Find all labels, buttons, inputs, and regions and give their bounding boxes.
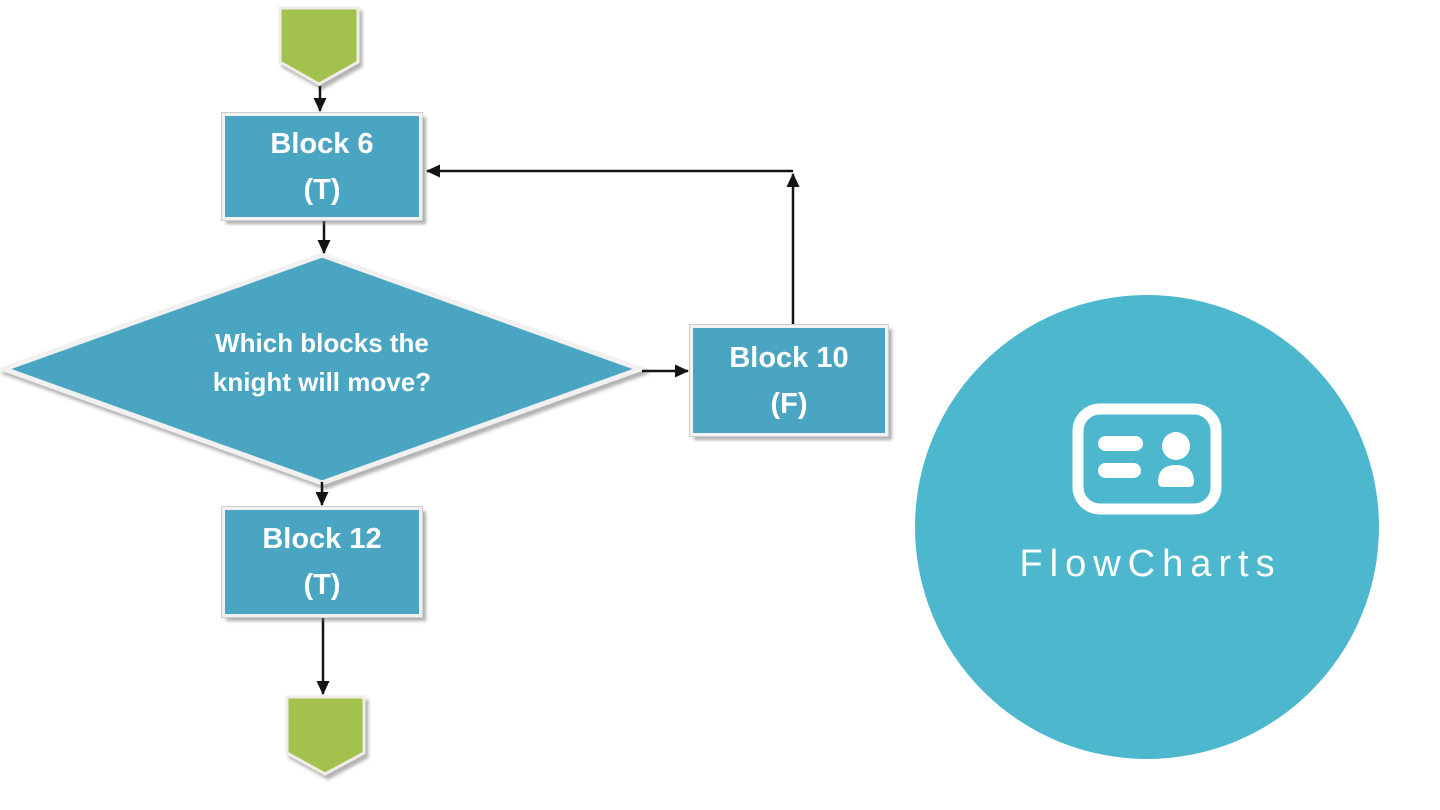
end-terminator-shape [285, 695, 366, 776]
block10-label-line1: Block 10 [729, 341, 849, 374]
id-card-icon [1072, 403, 1222, 515]
block10-label-line2: (F) [770, 387, 808, 420]
decision-label-line2: knight will move? [212, 367, 432, 397]
logo-wordmark: FlowCharts [1019, 543, 1282, 585]
block6-label-line2: (T) [303, 173, 341, 206]
process-block-12: Block 12 (T) [222, 507, 422, 617]
decision-label-line1: Which blocks the [215, 328, 429, 358]
process-block-10: Block 10 (F) [690, 325, 888, 436]
flowcharts-logo-badge: FlowCharts [915, 295, 1379, 759]
block12-label-line2: (T) [303, 569, 341, 601]
start-terminator-shape [278, 6, 360, 86]
block12-label-line1: Block 12 [262, 523, 382, 555]
decision-label: Which blocks the knight will move? [162, 324, 482, 402]
block6-label-line1: Block 6 [270, 127, 374, 160]
process-block-6: Block 6 (T) [222, 113, 422, 220]
